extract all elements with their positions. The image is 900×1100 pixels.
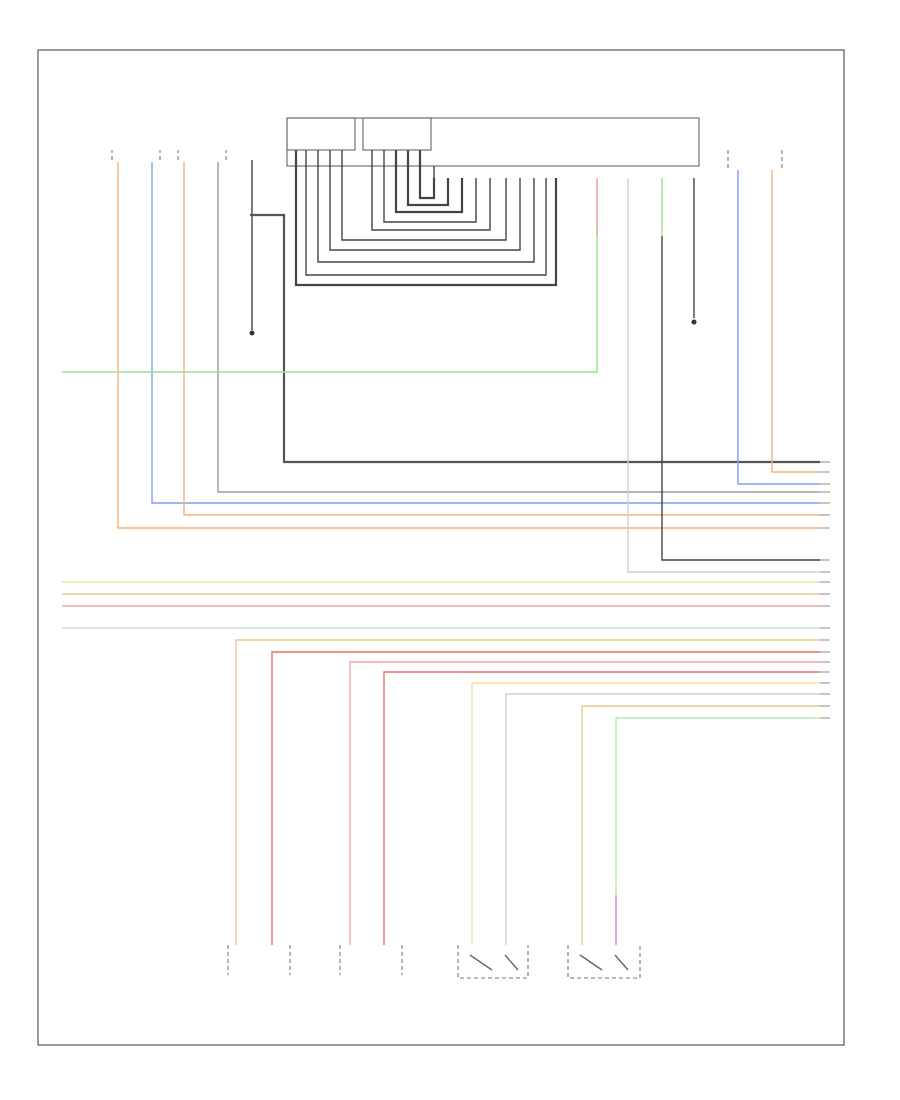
top-left-connector-1	[111, 150, 161, 160]
right-connector	[727, 150, 783, 170]
top-left-connector-2	[177, 150, 227, 160]
wire-orange-right	[771, 170, 820, 473]
wire-red-down-1	[271, 651, 820, 945]
wire-tan-down-2	[581, 705, 820, 945]
bottom-component-4	[567, 945, 641, 979]
ground-point	[249, 330, 255, 336]
wire-pink-down-2	[349, 661, 820, 945]
wire-tan-down-1	[235, 639, 820, 945]
wire-blue-right	[737, 170, 820, 485]
bottom-component-1	[227, 945, 291, 975]
wire-red-down-2	[383, 671, 820, 945]
black-wire-bundle	[294, 150, 558, 287]
wire-gray-left	[217, 162, 820, 493]
wire-orange-2	[183, 162, 820, 516]
wire-gray-down	[505, 693, 820, 945]
main-control-module-box	[286, 117, 700, 167]
bottom-component-3	[457, 945, 529, 979]
wire-green-left	[62, 178, 598, 373]
wire-blue-left	[151, 162, 820, 504]
control-module-box-1	[286, 117, 356, 151]
diagram-frame	[37, 49, 845, 1046]
wire-green-down	[615, 717, 820, 945]
right-edge-terminals	[820, 461, 830, 719]
ground-point-right	[691, 319, 697, 325]
wire-black-bus	[250, 213, 820, 464]
bottom-component-2	[339, 945, 403, 975]
wire-white-right	[627, 178, 820, 573]
wire-black-right	[661, 236, 820, 561]
control-module-box-2	[362, 117, 432, 151]
wire-yellow-down	[471, 682, 820, 945]
wire-orange-left	[117, 162, 820, 529]
